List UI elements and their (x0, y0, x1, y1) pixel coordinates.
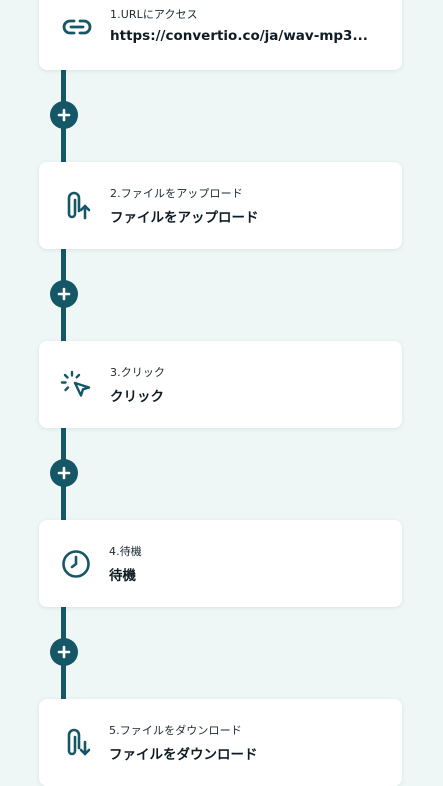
link-icon (59, 9, 95, 45)
download-file-icon (59, 725, 95, 761)
step-title: クリック (110, 389, 164, 405)
step-title: ファイルをアップロード (110, 210, 259, 226)
plus-icon (57, 108, 71, 122)
clock-icon (58, 546, 94, 582)
add-step-button[interactable] (50, 459, 78, 487)
step-label: 5.ファイルをダウンロード (109, 724, 242, 737)
plus-icon (57, 645, 71, 659)
add-step-button[interactable] (50, 280, 78, 308)
add-step-button[interactable] (50, 101, 78, 129)
step-label: 4.待機 (109, 545, 142, 558)
step-label: 1.URLにアクセス (110, 8, 198, 21)
step-card-wait[interactable]: 4.待機 待機 (39, 520, 402, 607)
step-title: 待機 (109, 568, 136, 584)
step-card-url-access[interactable]: 1.URLにアクセス https://convertio.co/ja/wav-m… (39, 0, 402, 70)
click-cursor-icon (59, 367, 95, 403)
add-step-button[interactable] (50, 638, 78, 666)
step-label: 2.ファイルをアップロード (110, 187, 243, 200)
step-card-upload-file[interactable]: 2.ファイルをアップロード ファイルをアップロード (39, 162, 402, 249)
step-title: https://convertio.co/ja/wav-mp3... (110, 28, 368, 44)
workflow-canvas: 1.URLにアクセス https://convertio.co/ja/wav-m… (39, 0, 402, 786)
step-card-click[interactable]: 3.クリック クリック (39, 341, 402, 428)
step-label: 3.クリック (110, 366, 166, 379)
plus-icon (57, 287, 71, 301)
step-card-download-file[interactable]: 5.ファイルをダウンロード ファイルをダウンロード (39, 699, 402, 786)
plus-icon (57, 466, 71, 480)
step-title: ファイルをダウンロード (109, 747, 258, 763)
upload-file-icon (59, 188, 95, 224)
